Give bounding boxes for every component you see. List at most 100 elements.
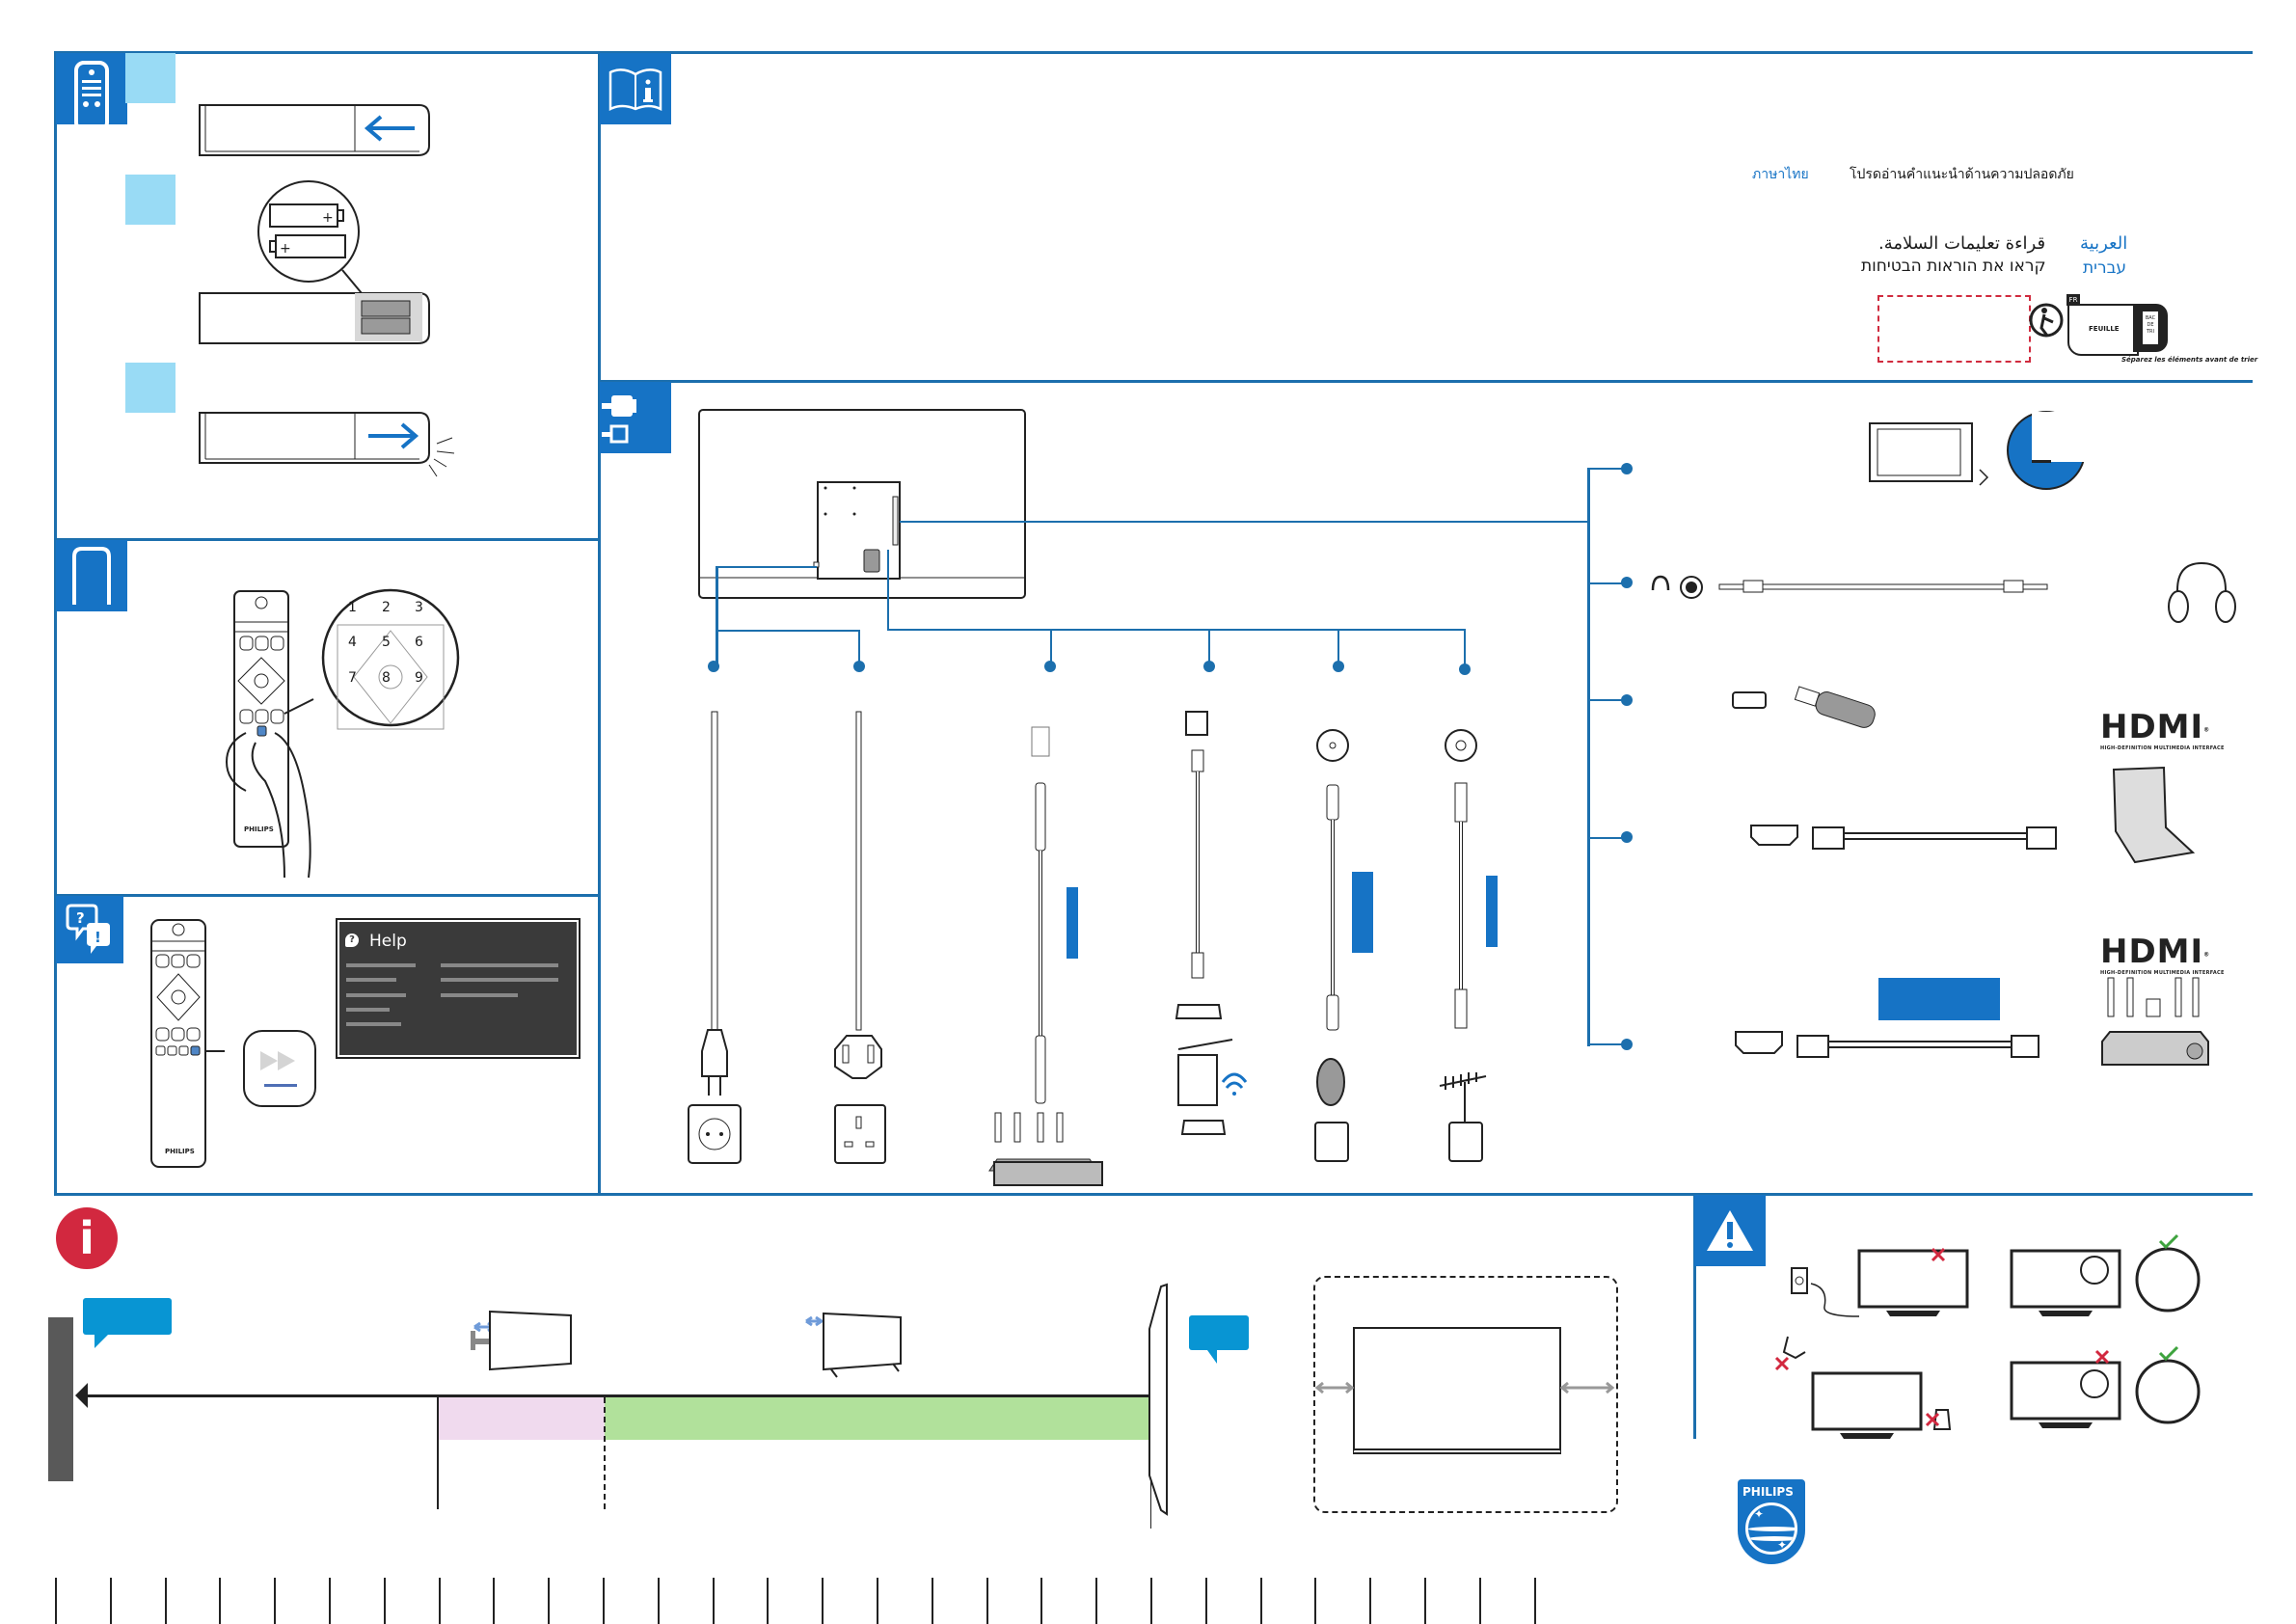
help-icon: ?: [345, 934, 359, 947]
wall-socket-icon: [1314, 1122, 1349, 1162]
divider-remote-1: [54, 538, 600, 541]
connector-line: [858, 630, 860, 666]
speech-bubble-tail: [1207, 1350, 1217, 1364]
connector-line: [1337, 629, 1339, 667]
usb-port-icon: [1732, 686, 1876, 728]
laptop-icon: [2112, 766, 2196, 864]
ruler-tick: [931, 1578, 933, 1624]
speech-bubble-tail: [95, 1335, 108, 1348]
philips-shield-icon: ✦ ✦: [1745, 1502, 1797, 1555]
headphones-icon: [2176, 561, 2227, 607]
step-marker-2: [125, 175, 176, 225]
keypad-digit: 6: [415, 635, 423, 650]
triman-note: Séparez les éléments avant de trier: [2121, 356, 2258, 364]
ruler-tick: [219, 1578, 222, 1624]
tv-back-illustration: [698, 409, 1026, 599]
connector-line: [887, 629, 1466, 631]
triman-item: FEUILLE: [2089, 325, 2120, 333]
safety-text-arabic: قراءة تعليمات السلامة.: [1878, 233, 2046, 254]
red-x-icon: [2094, 1349, 2110, 1365]
clearance-arrow-right-icon: [1559, 1381, 1615, 1394]
antenna-cable-icon: [1439, 729, 1498, 1162]
bin-icon: BAC DE TRI: [2143, 311, 2158, 344]
ruler-tick: [1150, 1578, 1152, 1624]
remote-help-illustration: [150, 919, 225, 1168]
port-dot-power-uk: [853, 661, 865, 672]
hand-wipe-icon: [2080, 1256, 2109, 1285]
connector-line: [900, 521, 1589, 523]
ruler-tick: [493, 1578, 496, 1624]
info-icon: i: [56, 1207, 118, 1269]
triman-country: FR: [2066, 294, 2080, 306]
ruler-tick: [767, 1578, 770, 1624]
keypad-digit: 7: [348, 670, 357, 686]
tv-front-icon: [1353, 1327, 1561, 1454]
clearance-arrow-left-icon: [1314, 1381, 1355, 1394]
wall-bar: [48, 1317, 73, 1481]
philips-wordmark: PHILIPS: [1742, 1485, 1794, 1499]
speech-bubble-left: [83, 1298, 172, 1335]
connector-line: [1464, 629, 1466, 669]
left-panel-divider: [598, 51, 601, 1196]
red-x-icon: [1925, 1412, 1940, 1427]
port-dot-headphones: [1621, 577, 1633, 588]
battery-insert-illustration: + +: [199, 180, 430, 344]
keypad-digit: 8: [382, 670, 391, 686]
remote-brand-label: PHILIPS: [165, 1148, 195, 1155]
spray-bottle-icon: [1932, 1409, 1952, 1430]
help-chat-icon: ? !: [66, 904, 110, 954]
bottom-panel-border: [54, 1193, 2253, 1196]
port-dot-satellite: [1333, 661, 1344, 672]
remote-outline-icon: [72, 547, 111, 605]
triman-info-box: FEUILLE FR: [2066, 294, 2139, 356]
highlighted-button: [257, 725, 267, 737]
fast-forward-icon: [260, 1051, 295, 1070]
connector-line: [716, 630, 860, 632]
safety-text-thai: โปรดอ่านคำแนะนำด้านความปลอดภัย: [1850, 167, 2074, 182]
connector-line: [1587, 468, 1626, 470]
av-receiver-icon: [993, 1161, 1103, 1186]
port-dot-hdmi: [1621, 831, 1633, 843]
ruler-tick: [877, 1578, 878, 1624]
keypad-digit: 9: [415, 670, 423, 686]
triman-recycle-icon: [2029, 303, 2064, 338]
port-dot-antenna: [1459, 663, 1471, 675]
red-x-icon: [1774, 1356, 1790, 1371]
ruler-tick: [274, 1578, 277, 1624]
port-dot-ethernet: [1203, 661, 1215, 672]
port-dot-optical: [1044, 661, 1056, 672]
port-dot-power-eu: [708, 661, 719, 672]
connector-line: [1587, 837, 1626, 839]
connector-line: [716, 566, 817, 568]
wall-socket-icon: [1448, 1122, 1483, 1162]
power-plug-eu-icon: [688, 711, 742, 1164]
arrow-left-icon: [75, 1383, 88, 1408]
wall-mounted-tv-icon: [471, 1310, 572, 1371]
stand-tv-icon: [805, 1312, 902, 1378]
chevron-right-icon: [1979, 469, 1989, 486]
ruler-tick: [55, 1578, 57, 1624]
ruler-tick: [603, 1578, 605, 1624]
philips-logo: PHILIPS ✦ ✦: [1738, 1479, 1805, 1564]
hdmi-logo: HDMI® HIGH-DEFINITION MULTIMEDIA INTERFA…: [2100, 933, 2225, 976]
hdmi-arc-cable-icon: [1735, 978, 2039, 1058]
port-dot-ci-slot: [1621, 463, 1633, 474]
ruler-tick: [548, 1578, 551, 1624]
connector-line: [716, 566, 718, 667]
caution-no-liquid-icon: [1774, 1336, 1952, 1439]
top-border: [54, 51, 2253, 54]
remote-back-close-illustration: [199, 412, 455, 477]
ruler-tick: [1204, 1578, 1207, 1624]
green-check-icon: [2158, 1345, 2179, 1362]
port-dot-hdmi-arc: [1621, 1039, 1633, 1050]
connector-line: [1587, 468, 1590, 1046]
hdmi-port-icon: [1750, 825, 1798, 846]
connector-line: [1587, 1043, 1626, 1045]
svg-text:+: +: [322, 210, 334, 226]
clearance-area-dashed: [1313, 1276, 1618, 1513]
caution-unplug-heat-icon: [1791, 1247, 1969, 1317]
ruler-tick: [1040, 1578, 1043, 1624]
caution-no-wet-cloth-icon: [2010, 1345, 2201, 1428]
port-dot-usb: [1621, 694, 1633, 706]
warning-icon-box: [1694, 1195, 1766, 1266]
